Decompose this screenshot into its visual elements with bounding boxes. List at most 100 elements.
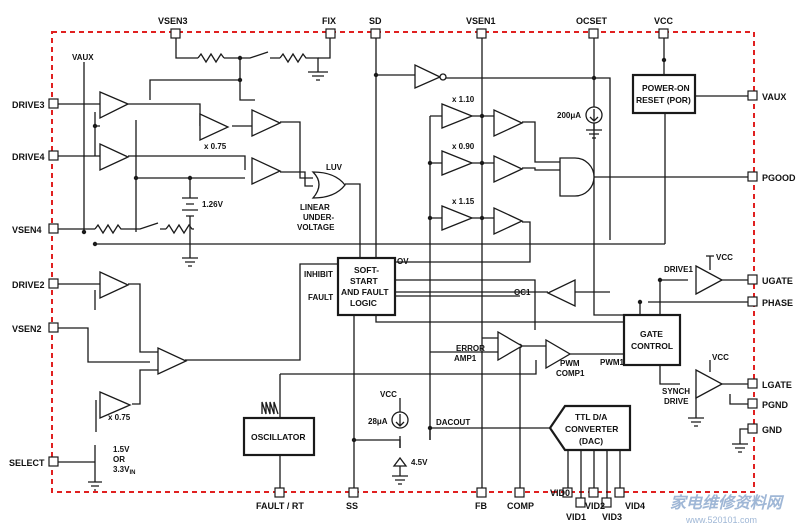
- label-x075-top: x 0.75: [204, 142, 227, 151]
- pin-vsen4: VSEN4: [12, 225, 42, 235]
- drive3-amp: [99, 91, 130, 120]
- drive1-amp: [695, 264, 724, 296]
- or-gate: [311, 171, 346, 199]
- label-200ua: 200μA: [557, 111, 581, 120]
- left-pin-labels: DRIVE3 DRIVE4 VSEN4 DRIVE2 VSEN2 SELECT: [9, 100, 45, 468]
- comparator-mid: [251, 156, 282, 186]
- pin-vid4: VID4: [625, 501, 645, 511]
- ov-comp-3: [493, 206, 524, 236]
- oscillator-block: [242, 416, 316, 457]
- pin-fix: FIX: [322, 16, 336, 26]
- pin-drive2: DRIVE2: [12, 280, 45, 290]
- gate-label-1: GATE: [640, 329, 663, 339]
- label-fault: FAULT: [308, 293, 333, 302]
- pin-ugate: UGATE: [762, 276, 793, 286]
- pin-pgnd: PGND: [762, 400, 789, 410]
- label-ov: OV: [397, 257, 409, 266]
- gate-label-2: CONTROL: [631, 341, 673, 351]
- drive4-amp: [99, 142, 130, 172]
- pin-vsen2: VSEN2: [12, 324, 42, 334]
- pin-ss: SS: [346, 501, 358, 511]
- label-1-26v: 1.26V: [202, 200, 224, 209]
- pin-vsen3: VSEN3: [158, 16, 188, 26]
- label-x110: x 1.10: [452, 95, 475, 104]
- internal-labels: VAUX x 0.75 x 0.75 x 1.10 x 0.90 x 1.15 …: [72, 53, 733, 476]
- comparator-low: [157, 346, 188, 376]
- bottom-pin-labels: FAULT / RT SS FB COMP VID0 VID1 VID2 VID…: [256, 488, 645, 522]
- label-4-5v: 4.5V: [411, 458, 428, 467]
- label-28ua: 28μA: [368, 417, 388, 426]
- soft-label-2: START: [350, 276, 379, 286]
- inverter: [414, 63, 442, 89]
- pin-vid3: VID3: [602, 512, 622, 522]
- label-dacout: DACOUT: [436, 418, 470, 427]
- label-synch-2: DRIVE: [664, 397, 689, 406]
- ov-comp-2: [493, 154, 524, 184]
- pin-drive3: DRIVE3: [12, 100, 45, 110]
- soft-label-1: SOFT-: [354, 265, 379, 275]
- pin-pgood: PGOOD: [762, 173, 796, 183]
- por-label-2: RESET (POR): [636, 95, 691, 105]
- chip-boundary: [51, 31, 755, 493]
- label-oc1: OC1: [514, 288, 531, 297]
- pin-vid1: VID1: [566, 512, 586, 522]
- label-linear-1: LINEAR: [300, 203, 330, 212]
- dac-label-2: CONVERTER: [565, 424, 618, 434]
- junction-dots: [81, 55, 667, 443]
- synch-drive-amp: [695, 368, 724, 400]
- current-source-28ua: [391, 411, 409, 429]
- soft-label-3: AND FAULT: [341, 287, 389, 297]
- soft-label-4: LOGIC: [350, 298, 377, 308]
- amplifiers: [99, 63, 724, 419]
- block-labels: POWER-ON RESET (POR) SOFT- START AND FAU…: [251, 83, 691, 446]
- pwm-comp1: [545, 338, 572, 370]
- wiring: [58, 38, 748, 500]
- label-select-1-5v: 1.5V: [113, 445, 130, 454]
- oc1-comp: [546, 278, 576, 308]
- label-error-1: ERROR: [456, 344, 485, 353]
- gate-control-block: [622, 313, 682, 367]
- label-pwm1: PWM1: [600, 358, 625, 367]
- pin-squares: [48, 28, 758, 508]
- label-x115: x 1.15: [452, 197, 475, 206]
- current-source-200ua: [585, 106, 603, 139]
- sawtooth-icon: [261, 401, 279, 415]
- pin-select: SELECT: [9, 458, 45, 468]
- label-drive1: DRIVE1: [664, 265, 693, 274]
- ov-comp-1: [493, 108, 524, 138]
- pin-ocset: OCSET: [576, 16, 608, 26]
- por-label-1: POWER-ON: [642, 83, 690, 93]
- label-x090: x 0.90: [452, 142, 475, 151]
- label-vcc-synch: VCC: [712, 353, 729, 362]
- pin-drive4: DRIVE4: [12, 152, 45, 162]
- pin-phase: PHASE: [762, 298, 793, 308]
- pin-vid2: VID2: [585, 501, 605, 511]
- zener-4-5v: [392, 456, 408, 485]
- label-select-3-3v: 3.3VIN: [113, 465, 135, 476]
- dac-label-1: TTL D/A: [575, 412, 607, 422]
- pin-fb: FB: [475, 501, 487, 511]
- right-pin-labels: VAUX PGOOD UGATE PHASE LGATE PGND GND: [762, 92, 796, 435]
- watermark-url: www.520101.com: [685, 515, 757, 525]
- dac-label-3: (DAC): [579, 436, 603, 446]
- comparator-top: [251, 108, 282, 138]
- label-linear-3: VOLTAGE: [297, 223, 335, 232]
- dac-block: [548, 404, 632, 452]
- and-gate: [559, 157, 595, 197]
- x075-bottom-amp: [99, 391, 132, 419]
- label-pwm-comp-2: COMP1: [556, 369, 585, 378]
- watermark: 家电维修资料网 www.520101.com: [670, 494, 785, 525]
- pin-vcc: VCC: [654, 16, 674, 26]
- label-pwm-comp-1: PWM: [560, 359, 580, 368]
- x075-top-amp: [199, 112, 230, 142]
- error-amp1: [497, 330, 524, 362]
- oscillator-label: OSCILLATOR: [251, 432, 305, 442]
- soft-start-block: [336, 256, 397, 317]
- pin-lgate: LGATE: [762, 380, 792, 390]
- label-synch-1: SYNCH: [662, 387, 690, 396]
- label-error-2: AMP1: [454, 354, 477, 363]
- top-pin-labels: VSEN3 FIX SD VSEN1 OCSET VCC: [158, 16, 674, 26]
- pin-gnd: GND: [762, 425, 783, 435]
- pin-vsen1: VSEN1: [466, 16, 496, 26]
- label-select-or: OR: [113, 455, 125, 464]
